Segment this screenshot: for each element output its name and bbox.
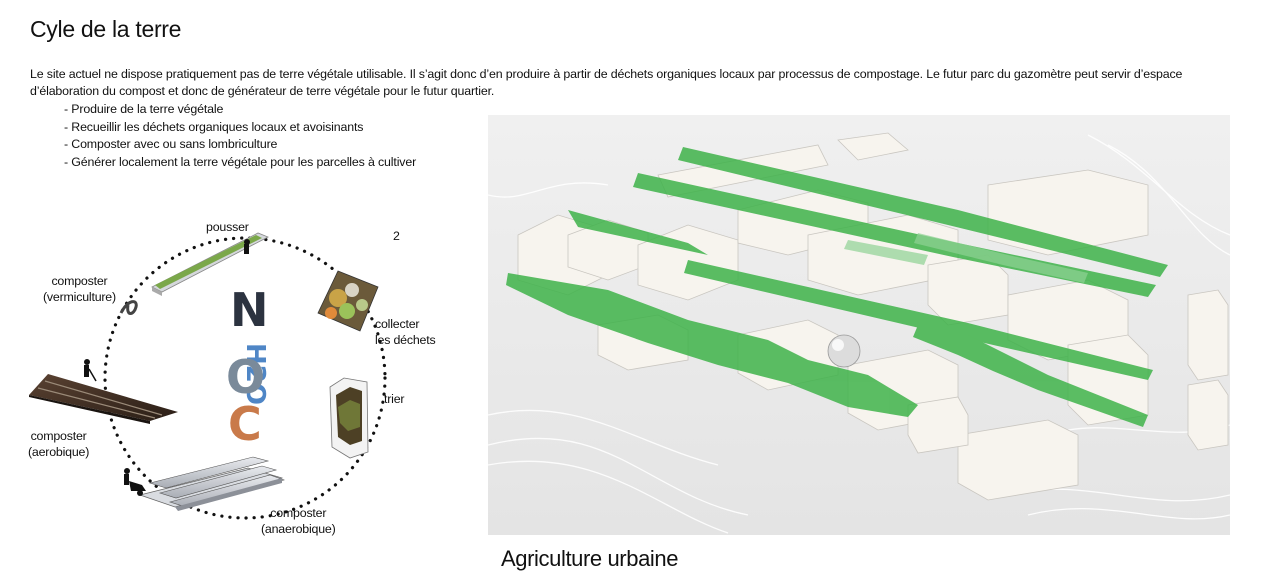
label-collecter: collecter les déchets bbox=[375, 316, 436, 348]
intro-paragraph: Le site actuel ne dispose pratiquement p… bbox=[30, 67, 1183, 98]
page-title: Cyle de la terre bbox=[30, 16, 182, 42]
list-item: - Recueillir les déchets organiques loca… bbox=[64, 119, 364, 134]
gasometer-sphere bbox=[827, 334, 861, 368]
growing-strip-illustration bbox=[151, 232, 269, 296]
label-trier: trier bbox=[384, 392, 405, 406]
gasometer-highlight bbox=[832, 339, 844, 351]
label-line: (vermiculture) bbox=[43, 290, 116, 304]
label-line: composter bbox=[51, 274, 108, 288]
logo-letter-n: N bbox=[230, 283, 269, 337]
list-item: - Générer localement la terre végétale p… bbox=[64, 154, 417, 169]
label-line: (anaerobique) bbox=[261, 522, 336, 536]
worm-icon bbox=[119, 300, 138, 315]
label-line: collecter bbox=[375, 317, 420, 331]
label-vermiculture: composter (vermiculture) bbox=[43, 273, 116, 305]
green-agriculture-strips bbox=[506, 147, 1168, 427]
urban-agriculture-aerial-render bbox=[488, 115, 1230, 535]
organic-waste-photo bbox=[317, 270, 379, 332]
soil-cycle-diagram: N H2O O C bbox=[29, 232, 387, 520]
logo-letter-h2o: H2O bbox=[240, 343, 270, 405]
label-line: composter bbox=[270, 506, 327, 520]
green-agriculture-strips-light bbox=[844, 233, 1088, 283]
logo-letter-c: C bbox=[228, 397, 262, 451]
logo-letter-o: O bbox=[226, 350, 265, 404]
list-item: - Produire de la terre végétale bbox=[64, 102, 224, 116]
label-line: les déchets bbox=[375, 333, 436, 347]
anaerobic-compost-rows bbox=[124, 456, 285, 511]
label-anaerobique: composter (anaerobique) bbox=[261, 505, 336, 537]
label-line: composter bbox=[30, 429, 87, 443]
label-aerobique: composter (aerobique) bbox=[28, 428, 89, 460]
objectives-list: - Produire de la terre végétale - Recuei… bbox=[64, 101, 416, 171]
cycle-loop bbox=[103, 236, 387, 520]
label-pousser: pousser bbox=[206, 220, 249, 234]
label-number: 2 bbox=[393, 229, 400, 243]
list-item: - Composter avec ou sans lombriculture bbox=[64, 137, 278, 151]
label-line: (aerobique) bbox=[28, 445, 90, 459]
nh2oc-logo: N H2O O C bbox=[226, 283, 270, 451]
aerobic-compost-field bbox=[29, 359, 178, 424]
image-caption: Agriculture urbaine bbox=[501, 546, 679, 571]
sorting-bin-illustration bbox=[329, 377, 369, 459]
